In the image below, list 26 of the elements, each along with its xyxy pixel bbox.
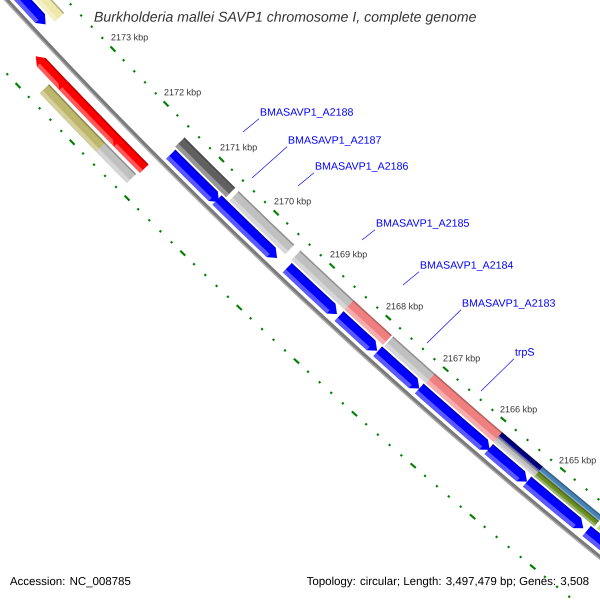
leader-line [426,309,462,344]
gene-label: BMASAVP1_A2183 [462,299,555,309]
leader-line [480,358,514,392]
accession-text: Accession: NC_008785 [10,576,130,588]
tick-label: 2168 kbp [386,302,423,312]
leader-line [402,271,420,286]
leader-line [242,118,260,132]
tick-label: 2165 kbp [559,456,596,466]
gene-label: BMASAVP1_A2185 [376,219,469,229]
tick-label: 2173 kbp [111,34,148,42]
leader-line [362,229,376,240]
gene-label: BMASAVP1_A2187 [288,136,381,146]
leader-line [252,146,288,178]
leader-line [298,172,314,186]
gene-label: BMASAVP1_A2188 [260,108,353,118]
gene-label: trpS [515,348,534,358]
tick-label: 2172 kbp [164,88,201,98]
tick-label: 2166 kbp [500,406,537,414]
genome-info-text: Topology: circular; Length: 3,497,479 bp; Genes: 3,508 [306,576,589,588]
tick-label: 2167 kbp [443,354,480,364]
tick-label: 2171 kbp [220,144,257,152]
gene-label: BMASAVP1_A2186 [316,162,408,172]
tick-label: 2170 kbp [274,198,311,206]
title: Burkholderia mallei SAVP1 chromosome I, complete genome [94,11,476,25]
tick-label: 2169 kbp [330,250,367,260]
gene-label: BMASAVP1_A2184 [420,261,514,271]
